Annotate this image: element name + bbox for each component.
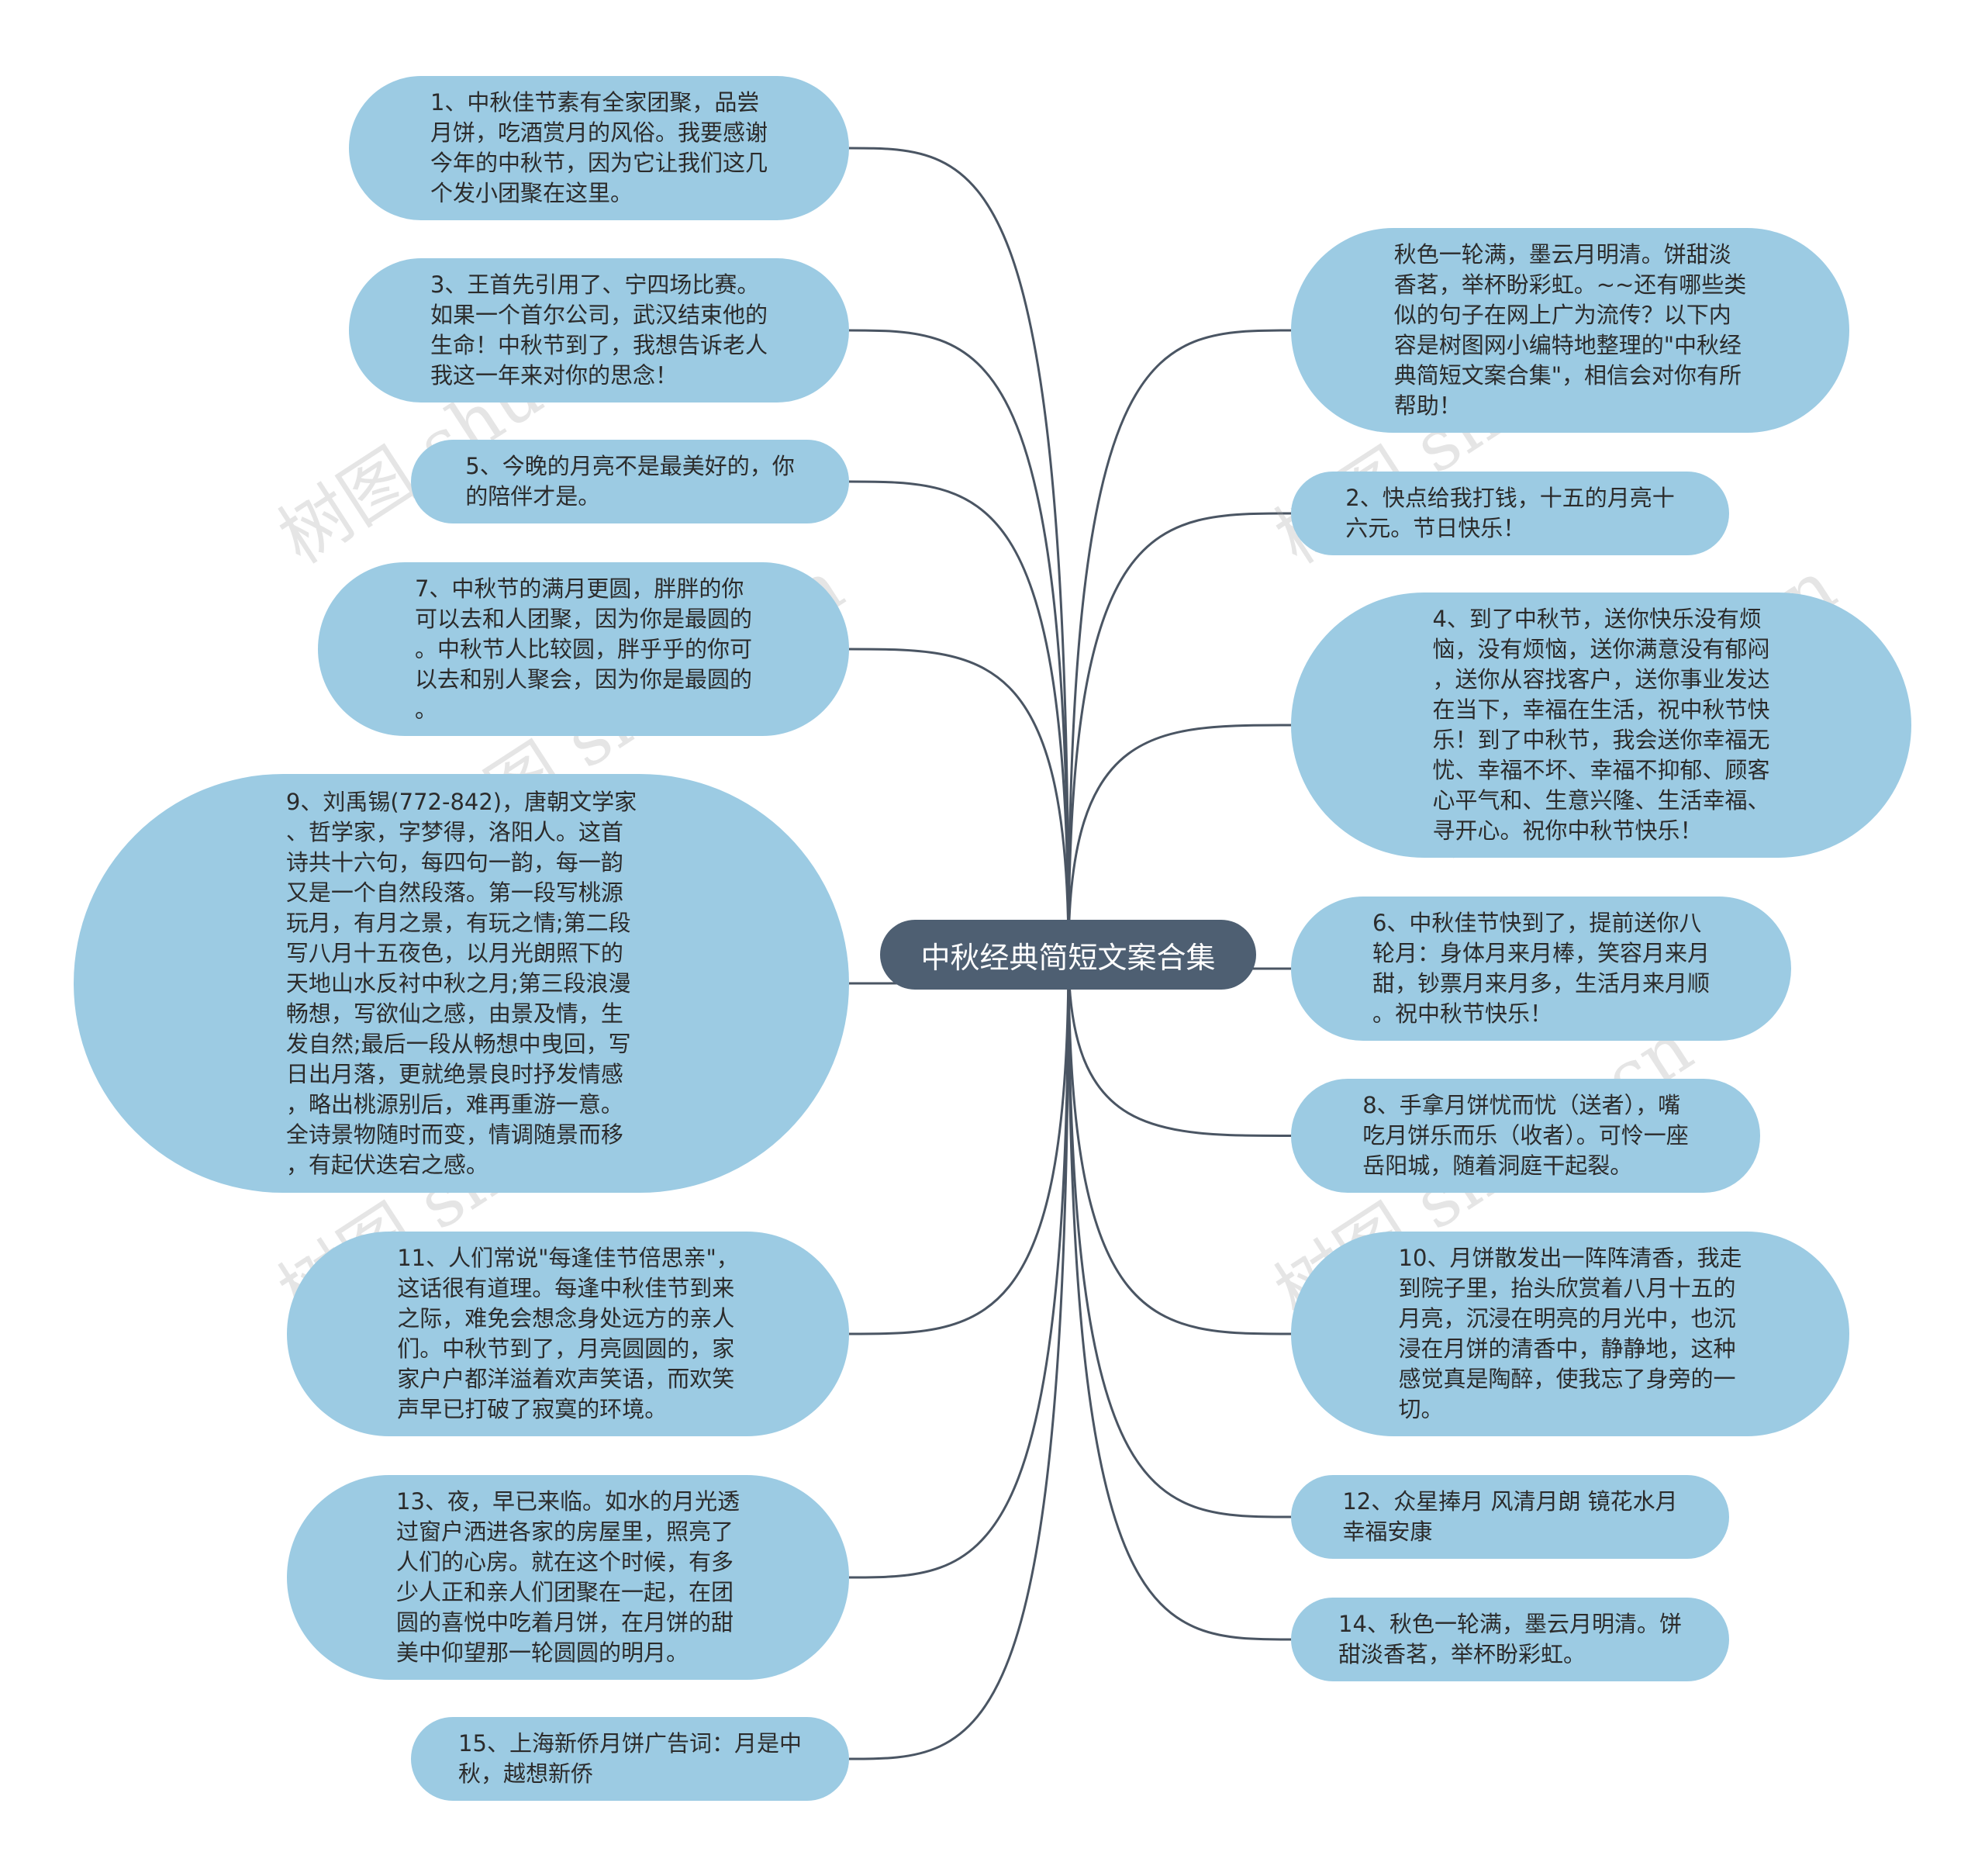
root-topic[interactable]: 中秋经典简短文案合集 bbox=[880, 920, 1256, 990]
connector-line bbox=[1067, 954, 1292, 1518]
branch-node-right[interactable]: 2、快点给我打钱，十五的月亮十 六元。节日快乐！ bbox=[1291, 472, 1729, 555]
branch-node-left[interactable]: 15、上海新侨月饼广告词：月是中 秋，越想新侨 bbox=[411, 1717, 849, 1801]
connector-line bbox=[848, 648, 1070, 955]
connector-line bbox=[1067, 329, 1292, 955]
connector-line bbox=[848, 954, 1070, 1760]
branch-node-left[interactable]: 1、中秋佳节素有全家团聚，品尝 月饼，吃酒赏月的风俗。我要感谢 今年的中秋节，因… bbox=[349, 76, 849, 220]
branch-node-left[interactable]: 5、今晚的月亮不是最美好的，你 的陪伴才是。 bbox=[411, 440, 849, 523]
node-text: 1、中秋佳节素有全家团聚，品尝 月饼，吃酒赏月的风俗。我要感谢 今年的中秋节，因… bbox=[430, 89, 768, 206]
connector-line bbox=[848, 329, 1070, 955]
node-text: 2、快点给我打钱，十五的月亮十 六元。节日快乐！ bbox=[1345, 485, 1675, 541]
connector-line bbox=[1067, 954, 1292, 1335]
node-text: 秋色一轮满，墨云月明清。饼甜淡 香茗，举杯盼彩虹。~~还有哪些类 似的句子在网上… bbox=[1393, 241, 1747, 419]
node-text: 6、中秋佳节快到了，提前送你八 轮月：身体月来月棒，笑容月来月 甜，钞票月来月多… bbox=[1372, 910, 1710, 1027]
node-text: 13、夜，早已来临。如水的月光透 过窗户洒进各家的房屋里，照亮了 人们的心房。就… bbox=[396, 1488, 740, 1666]
node-text: 7、中秋节的满月更圆，胖胖的你 可以去和人团聚，因为你是最圆的 。中秋节人比较圆… bbox=[414, 575, 752, 723]
branch-node-left[interactable]: 11、人们常说"每逢佳节倍思亲"， 这话很有道理。每逢中秋佳节到来 之际，难免会… bbox=[287, 1232, 849, 1436]
branch-node-right[interactable]: 4、到了中秋节，送你快乐没有烦 恼，没有烦恼，送你满意没有郁闷 ，送你从容找客户… bbox=[1291, 593, 1911, 858]
connector-line bbox=[1067, 512, 1292, 955]
branch-node-right[interactable]: 14、秋色一轮满，墨云月明清。饼 甜淡香茗，举杯盼彩虹。 bbox=[1291, 1598, 1729, 1681]
branch-node-right[interactable]: 10、月饼散发出一阵阵清香，我走 到院子里，抬头欣赏着八月十五的 月亮，沉浸在明… bbox=[1291, 1232, 1849, 1436]
node-text: 3、王首先引用了、宁四场比赛。 如果一个首尔公司，武汉结束他的 生命！中秋节到了… bbox=[430, 271, 768, 389]
connector-line bbox=[848, 954, 1070, 1579]
branch-node-right[interactable]: 12、众星捧月 风清月朗 镜花水月 幸福安康 bbox=[1291, 1475, 1729, 1559]
connector-line bbox=[1067, 954, 1292, 1137]
connector-line bbox=[1067, 954, 1292, 1641]
branch-node-left[interactable]: 13、夜，早已来临。如水的月光透 过窗户洒进各家的房屋里，照亮了 人们的心房。就… bbox=[287, 1475, 849, 1680]
node-text: 4、到了中秋节，送你快乐没有烦 恼，没有烦恼，送你满意没有郁闷 ，送你从容找客户… bbox=[1432, 606, 1770, 844]
node-text: 9、刘禹锡(772-842)，唐朝文学家 、哲学家，字梦得，洛阳人。这首 诗共十… bbox=[285, 788, 637, 1178]
connector-line bbox=[848, 147, 1070, 955]
branch-node-left[interactable]: 3、王首先引用了、宁四场比赛。 如果一个首尔公司，武汉结束他的 生命！中秋节到了… bbox=[349, 258, 849, 402]
node-text: 5、今晚的月亮不是最美好的，你 的陪伴才是。 bbox=[465, 453, 795, 510]
connector-line bbox=[848, 480, 1070, 955]
branch-node-right[interactable]: 6、中秋佳节快到了，提前送你八 轮月：身体月来月棒，笑容月来月 甜，钞票月来月多… bbox=[1291, 897, 1791, 1041]
node-text: 10、月饼散发出一阵阵清香，我走 到院子里，抬头欣赏着八月十五的 月亮，沉浸在明… bbox=[1398, 1245, 1742, 1422]
connector-line bbox=[1067, 724, 1292, 955]
node-text: 12、众星捧月 风清月朗 镜花水月 幸福安康 bbox=[1342, 1488, 1678, 1545]
node-text: 11、人们常说"每逢佳节倍思亲"， 这话很有道理。每逢中秋佳节到来 之际，难免会… bbox=[397, 1245, 739, 1422]
node-text: 14、秋色一轮满，墨云月明清。饼 甜淡香茗，举杯盼彩虹。 bbox=[1338, 1611, 1682, 1667]
branch-node-left[interactable]: 9、刘禹锡(772-842)，唐朝文学家 、哲学家，字梦得，洛阳人。这首 诗共十… bbox=[74, 774, 849, 1193]
node-text: 15、上海新侨月饼广告词：月是中 秋，越想新侨 bbox=[458, 1730, 802, 1787]
branch-node-right[interactable]: 8、手拿月饼忧而忧（送者），嘴 吃月饼乐而乐（收者）。可怜一座 岳阳城，随着洞庭… bbox=[1291, 1079, 1760, 1193]
node-text: 8、手拿月饼忧而忧（送者），嘴 吃月饼乐而乐（收者）。可怜一座 岳阳城，随着洞庭… bbox=[1362, 1092, 1689, 1179]
connector-line bbox=[848, 954, 1070, 1335]
branch-node-right[interactable]: 秋色一轮满，墨云月明清。饼甜淡 香茗，举杯盼彩虹。~~还有哪些类 似的句子在网上… bbox=[1291, 228, 1849, 433]
branch-node-left[interactable]: 7、中秋节的满月更圆，胖胖的你 可以去和人团聚，因为你是最圆的 。中秋节人比较圆… bbox=[318, 562, 849, 736]
